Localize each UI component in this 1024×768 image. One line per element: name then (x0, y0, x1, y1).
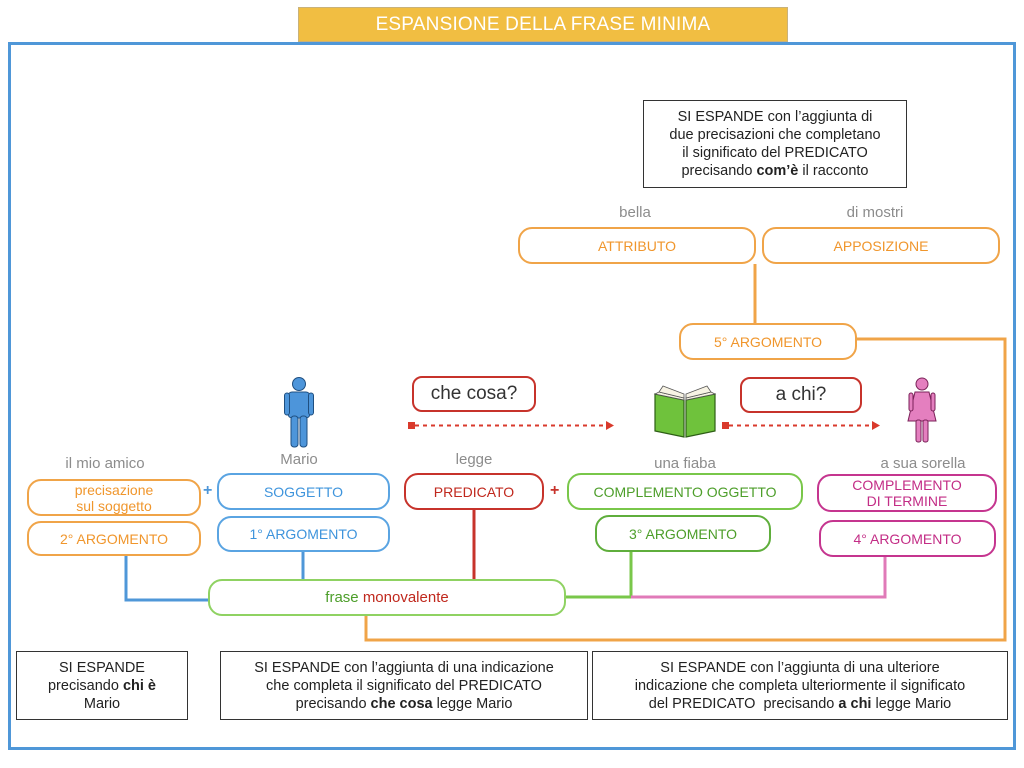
object-node: COMPLEMENTO OGGETTO (567, 473, 803, 510)
man-icon (284, 377, 314, 448)
argument-1-node: 1° ARGOMENTO (217, 516, 390, 552)
apposition-word: di mostri (846, 204, 904, 221)
question-what: che cosa? (412, 376, 536, 412)
object-word: una fiaba (654, 455, 716, 472)
subject-word: Mario (280, 451, 318, 468)
argument-5-node: 5° ARGOMENTO (679, 323, 857, 360)
attribute-node: ATTRIBUTO (518, 227, 756, 264)
frase-monovalente-node: frase monovalente (208, 579, 566, 616)
argument-3-node: 3° ARGOMENTO (595, 515, 771, 552)
attribute-word: bella (619, 204, 651, 221)
apposition-node: APPOSIZIONE (762, 227, 1000, 264)
predicate-node: PREDICATO (404, 473, 544, 510)
page-title: ESPANSIONE DELLA FRASE MINIMA (298, 7, 788, 42)
question-whom: a chi? (740, 377, 862, 413)
note-term: SI ESPANDE con l’aggiunta di una ulterio… (592, 651, 1008, 720)
plus-sign-subject: + (203, 482, 213, 499)
plus-sign-object: + (550, 482, 560, 499)
diagram-frame (8, 42, 1016, 750)
note-object: SI ESPANDE con l’aggiunta di una indicaz… (220, 651, 588, 720)
subject-spec-node: precisazione sul soggetto (27, 479, 201, 516)
subject-node: SOGGETTO (217, 473, 390, 510)
book-icon (653, 385, 717, 438)
argument-2-node: 2° ARGOMENTO (27, 521, 201, 556)
argument-4-node: 4° ARGOMENTO (819, 520, 996, 557)
top-note: SI ESPANDE con l’aggiunta di due precisa… (643, 100, 907, 188)
woman-icon (907, 377, 937, 443)
term-node: COMPLEMENTO DI TERMINE (817, 474, 997, 512)
predicate-word: legge (455, 451, 493, 468)
subject-spec-word: il mio amico (65, 455, 145, 472)
note-subject: SI ESPANDE precisando chi è Mario (16, 651, 188, 720)
term-word: a sua sorella (880, 455, 966, 472)
